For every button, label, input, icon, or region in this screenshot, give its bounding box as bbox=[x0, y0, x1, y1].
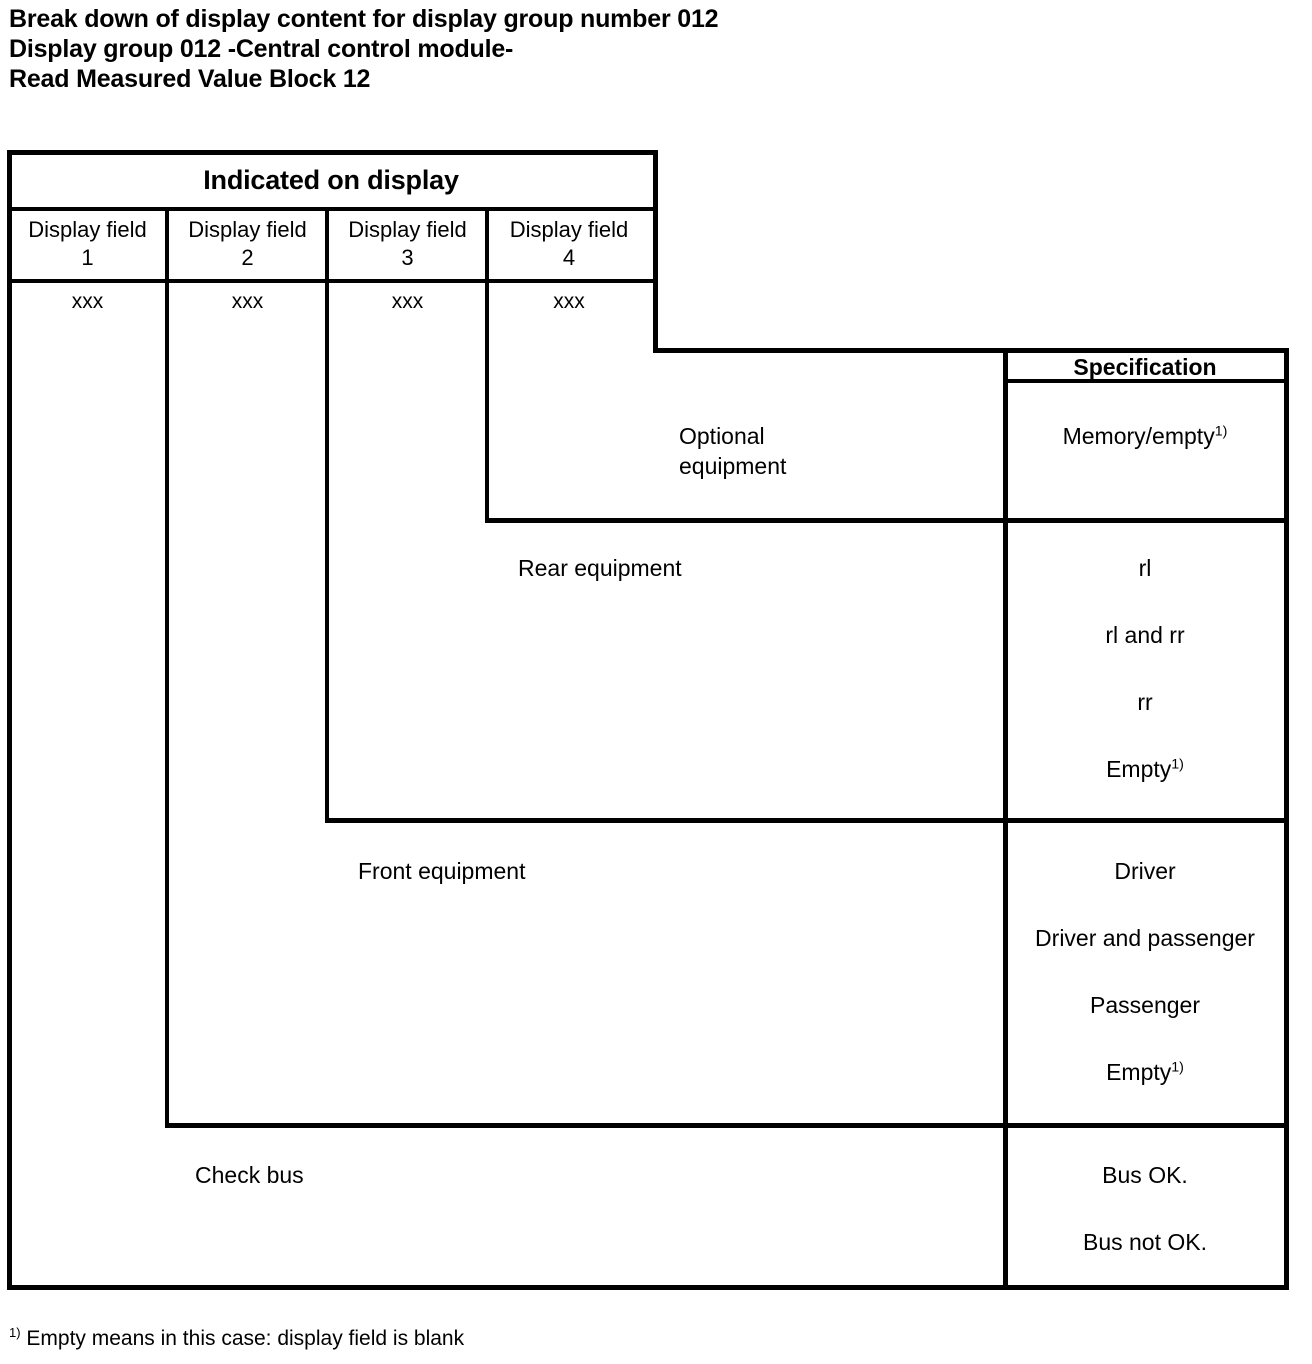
specification-column-divider bbox=[1003, 348, 1008, 1288]
display-field-2-number: 2 bbox=[241, 245, 254, 270]
divider-optional-rear bbox=[485, 518, 1289, 523]
display-field-3-value: xxx bbox=[391, 290, 424, 313]
title-line-3: Read Measured Value Block 12 bbox=[9, 65, 371, 93]
display-field-1-header: Display field 1 bbox=[10, 216, 165, 272]
breakdown-table: Indicated on display Display field 1 Dis… bbox=[7, 150, 1289, 1290]
front-equipment-spec-4: Empty1) bbox=[1006, 1057, 1284, 1087]
rear-equipment-spec-4-text: Empty bbox=[1106, 756, 1172, 782]
rear-equipment-spec-4-footnote: 1) bbox=[1171, 756, 1184, 773]
optional-equipment-line-1: Optional bbox=[679, 423, 765, 449]
title-line-1: Break down of display content for displa… bbox=[9, 5, 719, 33]
display-field-1-label: Display field bbox=[28, 217, 147, 242]
optional-equipment-line-2: equipment bbox=[679, 453, 787, 479]
column-divider-1 bbox=[165, 207, 169, 1127]
display-field-2-header: Display field 2 bbox=[170, 216, 325, 272]
front-equipment-spec-3-text: Passenger bbox=[1090, 992, 1200, 1018]
check-bus-spec-1-text: Bus OK. bbox=[1102, 1162, 1188, 1188]
table-border-top bbox=[7, 150, 655, 155]
display-field-3-header: Display field 3 bbox=[330, 216, 485, 272]
front-equipment-spec-1: Driver bbox=[1006, 856, 1284, 886]
display-field-4-label: Display field bbox=[509, 217, 629, 242]
rear-equipment-spec-3: rr bbox=[1006, 687, 1284, 717]
display-field-3-number: 3 bbox=[401, 245, 414, 270]
display-field-1-value: xxx bbox=[71, 290, 104, 313]
footnote-text: Empty means in this case: display field … bbox=[26, 1327, 465, 1350]
table-border-bottom bbox=[7, 1285, 1289, 1290]
front-equipment-line-1: Front equipment bbox=[358, 858, 526, 884]
table-border-right bbox=[1284, 348, 1289, 1288]
rear-equipment-spec-1: rl bbox=[1006, 553, 1284, 583]
specification-header-label: Specification bbox=[1073, 354, 1217, 380]
column-divider-2 bbox=[325, 207, 329, 822]
display-header-label: Indicated on display bbox=[203, 165, 459, 195]
divider-under-display-header bbox=[7, 207, 655, 211]
display-field-2-label: Display field bbox=[188, 217, 307, 242]
row-front-equipment-description: Front equipment bbox=[358, 856, 998, 886]
front-equipment-spec-3: Passenger bbox=[1006, 990, 1284, 1020]
front-equipment-spec-4-text: Empty bbox=[1106, 1059, 1172, 1085]
title-line-2: Display group 012 -Central control modul… bbox=[9, 35, 514, 63]
display-field-2-value: xxx bbox=[231, 290, 264, 313]
check-bus-spec-2: Bus not OK. bbox=[1006, 1227, 1284, 1257]
display-field-4-value: xxx bbox=[553, 290, 585, 313]
check-bus-spec-1: Bus OK. bbox=[1006, 1160, 1284, 1190]
header-block-right-edge bbox=[653, 150, 658, 351]
step-top-specification bbox=[653, 348, 1289, 353]
display-field-1-number: 1 bbox=[81, 245, 94, 270]
front-equipment-spec-2: Driver and passenger bbox=[1004, 923, 1286, 953]
optional-equipment-spec-1-footnote: 1) bbox=[1214, 423, 1228, 440]
document-title-block: Break down of display content for displa… bbox=[9, 4, 1289, 94]
row-check-bus-description: Check bus bbox=[195, 1160, 995, 1190]
display-field-4-header: Display field 4 bbox=[490, 216, 648, 272]
optional-equipment-spec-1: Memory/empty1) bbox=[1006, 421, 1284, 451]
footnote-marker: 1) bbox=[9, 1325, 21, 1340]
front-equipment-spec-4-footnote: 1) bbox=[1171, 1059, 1184, 1076]
column-divider-3 bbox=[485, 207, 489, 522]
display-field-4-number: 4 bbox=[562, 245, 576, 270]
divider-front-checkbus bbox=[165, 1123, 1289, 1128]
row-rear-equipment-description: Rear equipment bbox=[518, 553, 998, 583]
front-equipment-spec-2-text: Driver and passenger bbox=[1035, 925, 1255, 951]
divider-under-field-labels bbox=[7, 279, 655, 283]
rear-equipment-spec-3-text: rr bbox=[1137, 689, 1153, 715]
divider-under-specification-header bbox=[1003, 379, 1289, 383]
check-bus-spec-2-text: Bus not OK. bbox=[1082, 1229, 1207, 1255]
divider-rear-front bbox=[325, 818, 1289, 823]
check-bus-line-1: Check bus bbox=[195, 1162, 304, 1188]
rear-equipment-spec-2-text: rl and rr bbox=[1105, 622, 1185, 648]
footnote: 1) Empty means in this case: display fie… bbox=[9, 1320, 464, 1352]
rear-equipment-spec-1-text: rl bbox=[1138, 555, 1152, 581]
rear-equipment-spec-4: Empty1) bbox=[1006, 754, 1284, 784]
row-optional-equipment-description: Optional equipment bbox=[679, 421, 999, 481]
display-field-3-label: Display field bbox=[348, 217, 467, 242]
rear-equipment-spec-2: rl and rr bbox=[1006, 620, 1284, 650]
front-equipment-spec-1-text: Driver bbox=[1114, 858, 1176, 884]
rear-equipment-line-1: Rear equipment bbox=[518, 555, 682, 581]
optional-equipment-spec-1-text: Memory/empty bbox=[1062, 423, 1215, 449]
table-border-left bbox=[7, 150, 12, 1290]
